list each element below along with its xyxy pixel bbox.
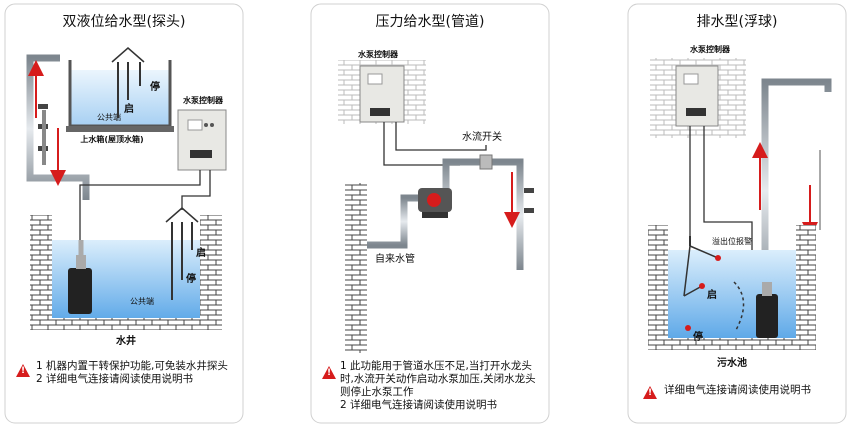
note-item: 2 详细电气连接请阅读使用说明书 [36, 373, 236, 386]
well-label: 水井 [115, 334, 136, 347]
panel2-taps [524, 188, 534, 213]
note-item: 详细电气连接请阅读使用说明书 [664, 384, 839, 397]
booster-pump [418, 188, 452, 218]
warning-icon [643, 386, 657, 399]
rooftop-tank-label: 上水箱(屋顶水箱) [80, 134, 143, 144]
controller-label-2: 水泵控制器 [357, 49, 399, 59]
well-start-label: 启 [196, 246, 206, 259]
brick-wall-2 [345, 183, 367, 353]
common-end-well-label: 公共端 [130, 296, 154, 306]
discharge-pipe [761, 78, 832, 300]
panel-3-title: 排水型(浮球) [697, 14, 778, 30]
controller-box-2 [338, 60, 426, 124]
tap-water-pipe [367, 194, 420, 249]
note-item: 2 详细电气连接请阅读使用说明书 [340, 399, 545, 412]
note-text: 详细电气连接请阅读使用说明书 [46, 373, 194, 385]
note-number: 1 [340, 360, 347, 372]
common-end-top-label: 公共端 [97, 112, 121, 122]
well-probe-assembly [165, 207, 199, 300]
controller-label-1: 水泵控制器 [182, 95, 224, 105]
note-item: 1 此功能用于管道水压不足,当打开水龙头时,水流开关动作启动水泵加压,关闭水龙头… [340, 360, 545, 399]
note-text: 机器内置干转保护功能,可免装水井探头 [46, 360, 228, 372]
overflow-alarm-label: 溢出位报警 [712, 236, 752, 246]
float-stop-label: 停 [693, 330, 703, 343]
note-text: 此功能用于管道水压不足,当打开水龙头时,水流开关动作启动水泵加压,关闭水龙头则停… [340, 360, 536, 398]
panel-1-notes: 1 机器内置干转保护功能,可免装水井探头 2 详细电气连接请阅读使用说明书 [36, 360, 236, 386]
submersible-pump-3 [756, 282, 778, 338]
panel-1-title: 双液位给水型(探头) [63, 14, 186, 30]
float-start-label: 启 [707, 288, 717, 301]
panel-3-notes: 详细电气连接请阅读使用说明书 [664, 384, 839, 397]
note-text: 详细电气连接请阅读使用说明书 [350, 399, 498, 411]
flow-switch-label: 水流开关 [462, 130, 502, 143]
controller-label-3: 水泵控制器 [689, 44, 731, 54]
pool-label: 污水池 [717, 356, 747, 369]
top-stop-label: 停 [150, 80, 160, 93]
top-start-label: 启 [124, 102, 134, 115]
note-number: 1 [36, 360, 43, 372]
controller-box-3 [650, 58, 746, 138]
controller-box-1 [177, 109, 227, 171]
note-number: 2 [340, 399, 347, 411]
float-switch [683, 236, 721, 331]
flow-switch [479, 154, 493, 170]
submersible-pump-1 [68, 240, 92, 314]
top-probe-assembly [111, 47, 145, 118]
tap-pipe-label: 自来水管 [375, 252, 415, 265]
warning-icon [16, 364, 30, 377]
rooftop-tank [66, 60, 174, 132]
note-number: 2 [36, 373, 43, 385]
well-stop-label: 停 [186, 272, 196, 285]
note-item: 1 机器内置干转保护功能,可免装水井探头 [36, 360, 236, 373]
panel-2-notes: 1 此功能用于管道水压不足,当打开水龙头时,水流开关动作启动水泵加压,关闭水龙头… [340, 360, 545, 412]
warning-icon [322, 366, 336, 379]
panel-2-title: 压力给水型(管道) [376, 14, 485, 30]
note-text: 详细电气连接请阅读使用说明书 [664, 384, 811, 396]
